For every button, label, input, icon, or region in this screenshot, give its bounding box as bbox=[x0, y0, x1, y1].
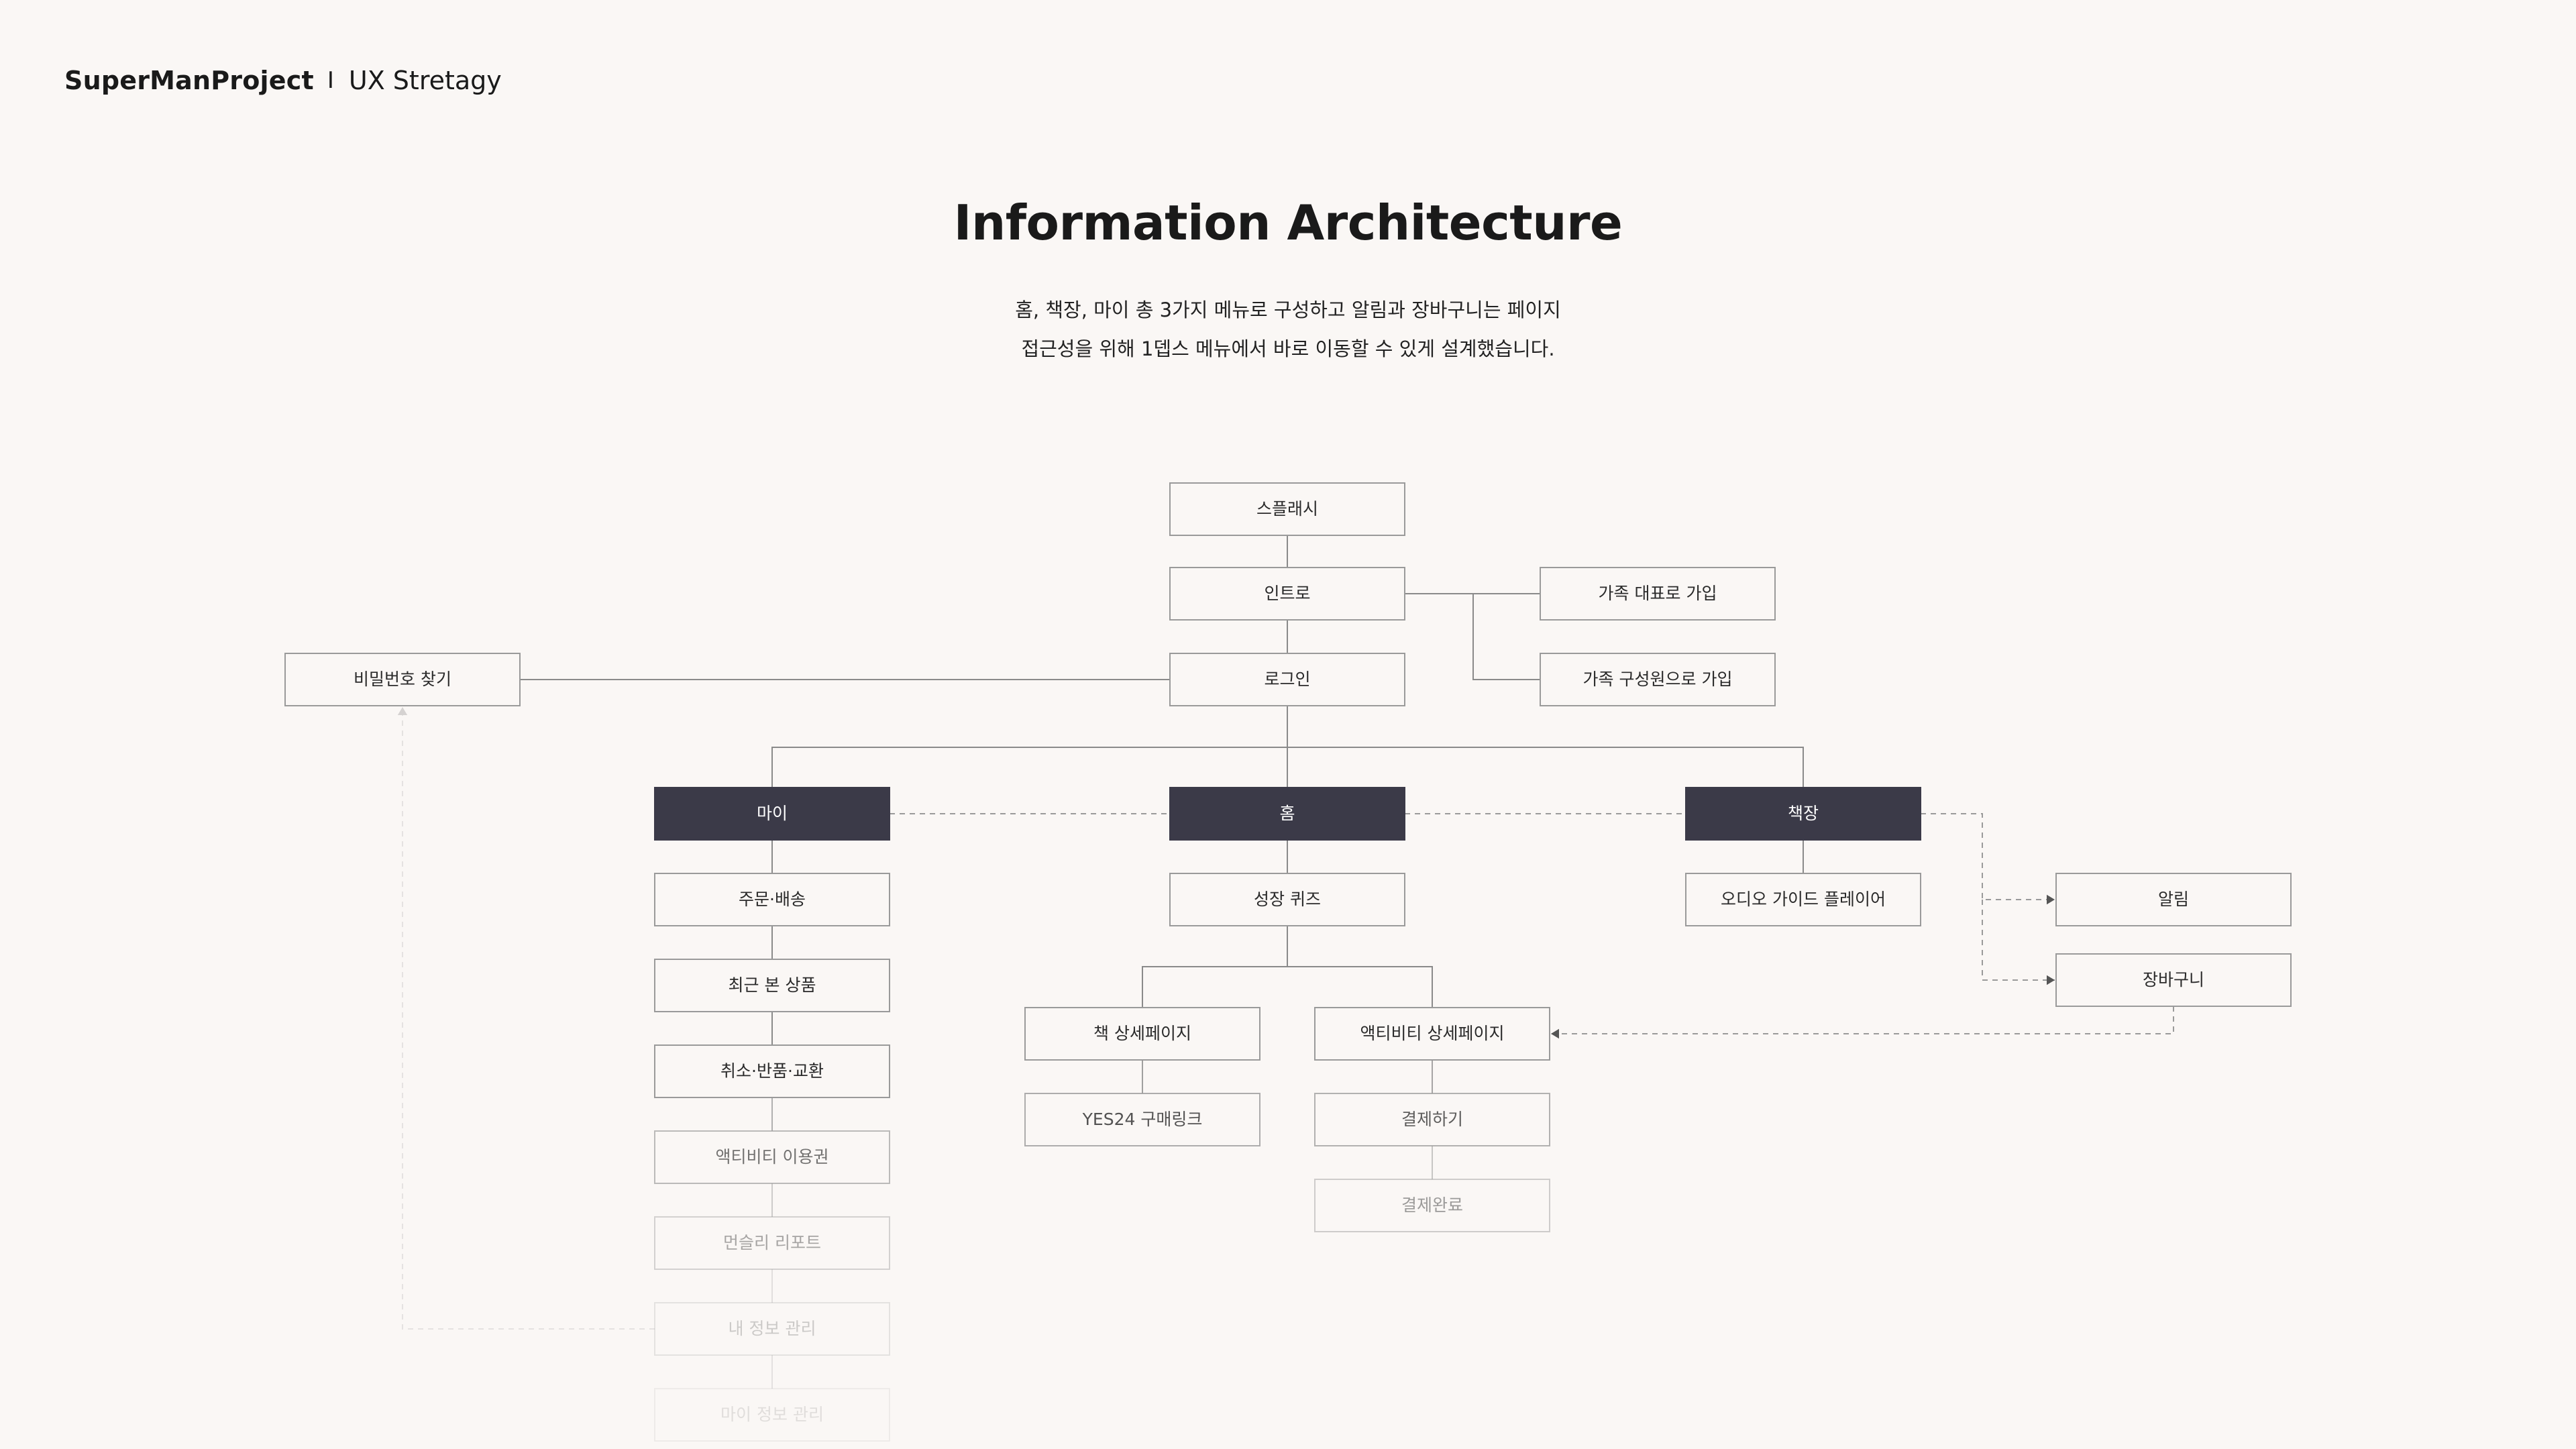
page-title: Information Architecture bbox=[953, 195, 1623, 251]
arrowhead-icon bbox=[397, 707, 408, 715]
subtitle-line-2: 접근성을 위해 1뎁스 메뉴에서 바로 이동할 수 있게 설계했습니다. bbox=[1021, 337, 1555, 360]
node-box bbox=[654, 787, 890, 841]
node-home: 홈 bbox=[1169, 787, 1405, 841]
node-payment-done: 결제완료 bbox=[1314, 1179, 1550, 1232]
node-label: 가족 구성원으로 가입 bbox=[1583, 669, 1733, 689]
node-label: 오디오 가이드 플레이어 bbox=[1721, 890, 1886, 909]
node-box bbox=[654, 1302, 890, 1356]
node-recent-products: 최근 본 상품 bbox=[654, 959, 890, 1012]
edge-growth-quiz-to-activity-detail bbox=[1287, 966, 1433, 1008]
node-box bbox=[654, 1130, 890, 1184]
node-label: 마이 정보 관리 bbox=[720, 1405, 824, 1424]
node-splash: 스플래시 bbox=[1169, 482, 1405, 536]
node-label: 마이 bbox=[757, 804, 788, 823]
node-label: 결제완료 bbox=[1401, 1195, 1463, 1215]
node-cancel-return: 취소·반품·교환 bbox=[654, 1044, 890, 1098]
node-box bbox=[2055, 953, 2292, 1007]
node-box bbox=[284, 653, 521, 706]
node-box bbox=[654, 873, 890, 926]
node-cart: 장바구니 bbox=[2055, 953, 2292, 1007]
node-label: 먼슬리 리포트 bbox=[723, 1233, 821, 1252]
node-label: 가족 대표로 가입 bbox=[1599, 584, 1717, 603]
node-order-delivery: 주문·배송 bbox=[654, 873, 890, 926]
node-box bbox=[1169, 653, 1405, 706]
node-box bbox=[1169, 482, 1405, 536]
node-box bbox=[1169, 567, 1405, 621]
node-family-rep: 가족 대표로 가입 bbox=[1540, 567, 1776, 621]
edge-bookshelf-to-cart bbox=[1982, 900, 2055, 985]
node-label: 장바구니 bbox=[2143, 970, 2204, 989]
node-login: 로그인 bbox=[1169, 653, 1405, 706]
node-label: 주문·배송 bbox=[739, 890, 806, 909]
node-my-family: 마이 정보 관리 bbox=[654, 1388, 890, 1442]
node-label: 액티비티 이용권 bbox=[716, 1147, 829, 1167]
node-box bbox=[1169, 873, 1405, 926]
edge-my-info-to-find-password bbox=[397, 707, 655, 1330]
node-family-member: 가족 구성원으로 가입 bbox=[1540, 653, 1776, 706]
node-label: 로그인 bbox=[1264, 669, 1310, 689]
edge-cart-to-activity-detail bbox=[1551, 1006, 2174, 1039]
subtitle-line-1: 홈, 책장, 마이 총 3가지 메뉴로 구성하고 알림과 장바구니는 페이지 bbox=[1015, 299, 1561, 321]
node-book-detail: 책 상세페이지 bbox=[1024, 1007, 1260, 1061]
edge-login-to-my bbox=[771, 706, 1288, 788]
node-box bbox=[1314, 1093, 1550, 1146]
node-box bbox=[654, 1216, 890, 1270]
node-box bbox=[1685, 787, 1921, 841]
node-my: 마이 bbox=[654, 787, 890, 841]
node-label: 비밀번호 찾기 bbox=[354, 669, 451, 689]
node-monthly-report: 먼슬리 리포트 bbox=[654, 1216, 890, 1270]
node-activity-detail: 액티비티 상세페이지 bbox=[1314, 1007, 1550, 1061]
edge-intro-to-family-member bbox=[1472, 594, 1540, 680]
node-audio-guide: 오디오 가이드 플레이어 bbox=[1685, 873, 1921, 926]
node-label: 결제하기 bbox=[1401, 1110, 1463, 1129]
node-growth-quiz: 성장 퀴즈 bbox=[1169, 873, 1405, 926]
node-box bbox=[1540, 567, 1776, 621]
node-box bbox=[2055, 873, 2292, 926]
header-separator: I bbox=[327, 67, 334, 94]
header: SuperManProject I UX Stretagy bbox=[64, 66, 502, 95]
node-box bbox=[654, 1388, 890, 1442]
edge-bookshelf-to-notification bbox=[1921, 813, 2055, 905]
node-activity-ticket: 액티비티 이용권 bbox=[654, 1130, 890, 1184]
node-label: 성장 퀴즈 bbox=[1254, 890, 1321, 909]
node-box bbox=[654, 1044, 890, 1098]
node-my-info: 내 정보 관리 bbox=[654, 1302, 890, 1356]
node-label: 홈 bbox=[1279, 804, 1295, 823]
node-intro: 인트로 bbox=[1169, 567, 1405, 621]
edge-login-to-bookshelf bbox=[1287, 747, 1804, 788]
node-label: 책 상세페이지 bbox=[1093, 1024, 1191, 1043]
brand-name: SuperManProject bbox=[64, 66, 314, 95]
node-box bbox=[1314, 1007, 1550, 1061]
edges-layer bbox=[397, 535, 2174, 1389]
node-box bbox=[1024, 1007, 1260, 1061]
node-find-password: 비밀번호 찾기 bbox=[284, 653, 521, 706]
node-yes24-link: YES24 구매링크 bbox=[1024, 1093, 1260, 1146]
arrowhead-icon bbox=[2047, 975, 2055, 985]
node-label: 취소·반품·교환 bbox=[720, 1061, 824, 1081]
node-box bbox=[1540, 653, 1776, 706]
node-box bbox=[1685, 873, 1921, 926]
node-box bbox=[1314, 1179, 1550, 1232]
arrowhead-icon bbox=[2047, 894, 2055, 905]
node-label: 액티비티 상세페이지 bbox=[1360, 1024, 1505, 1043]
node-label: 내 정보 관리 bbox=[729, 1319, 816, 1338]
node-box bbox=[654, 959, 890, 1012]
node-label: 알림 bbox=[2158, 890, 2189, 909]
node-label: YES24 구매링크 bbox=[1082, 1110, 1203, 1129]
node-payment: 결제하기 bbox=[1314, 1093, 1550, 1146]
node-box bbox=[1024, 1093, 1260, 1146]
node-label: 스플래시 bbox=[1256, 499, 1318, 519]
node-label: 최근 본 상품 bbox=[729, 975, 816, 995]
node-box bbox=[1169, 787, 1405, 841]
node-notification: 알림 bbox=[2055, 873, 2292, 926]
arrowhead-icon bbox=[1551, 1028, 1559, 1039]
node-label: 책장 bbox=[1788, 804, 1819, 823]
edge-growth-quiz-to-book-detail bbox=[1142, 926, 1288, 1008]
node-label: 인트로 bbox=[1264, 584, 1310, 603]
section-name: UX Stretagy bbox=[348, 66, 502, 95]
node-bookshelf: 책장 bbox=[1685, 787, 1921, 841]
